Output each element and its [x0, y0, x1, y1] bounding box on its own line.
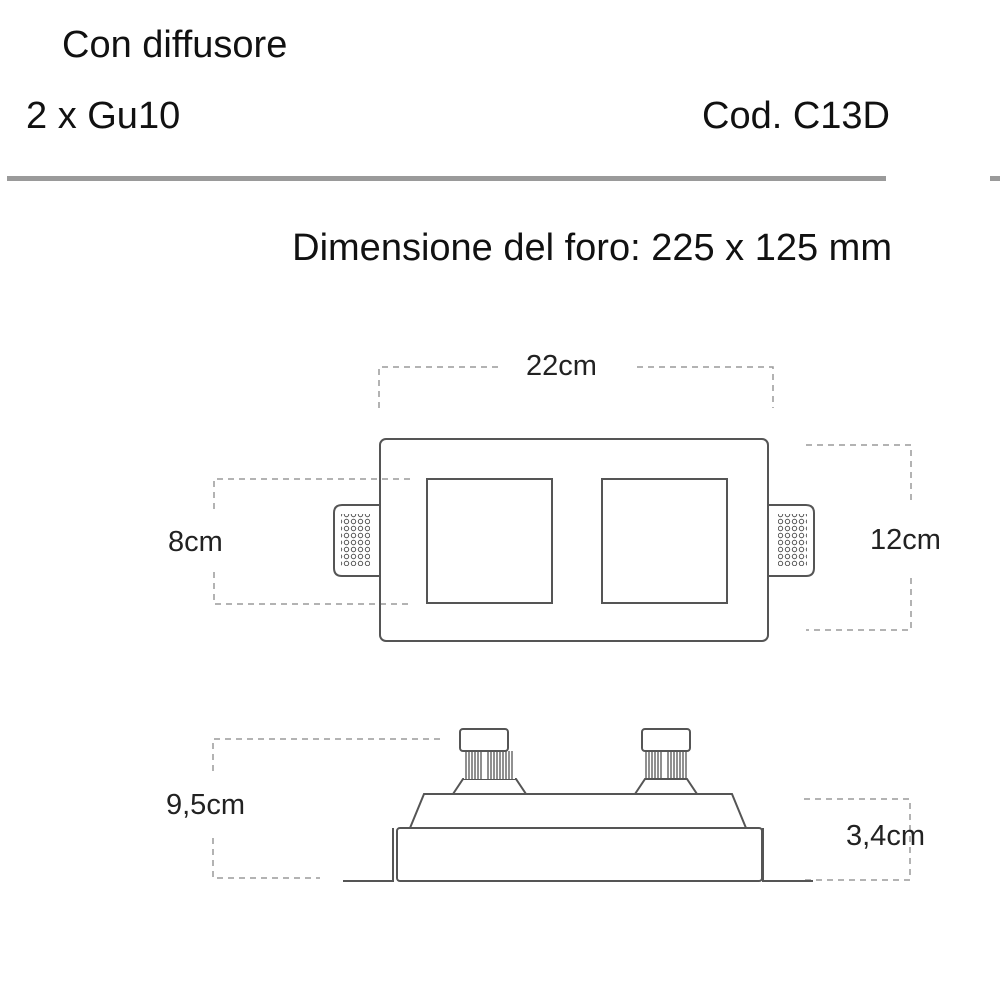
lamp-spec: 2 x Gu10	[26, 95, 181, 137]
lamp-holder-left	[451, 728, 528, 795]
body-top	[408, 793, 748, 829]
opening-right	[601, 478, 728, 604]
width-label: 22cm	[526, 350, 597, 382]
side-view	[212, 728, 911, 882]
top-view	[213, 366, 912, 642]
header-divider-stub	[990, 176, 1000, 181]
hole-dimension: Dimensione del foro: 225 x 125 mm	[292, 227, 892, 269]
body-height-dimension-lines	[804, 798, 911, 881]
body-height-label: 3,4cm	[846, 820, 925, 852]
product-subtitle: Con diffusore	[62, 24, 288, 66]
clip-left	[333, 504, 380, 577]
frame-outline	[379, 438, 769, 642]
width-dimension-lines	[378, 366, 774, 408]
lamp-holder-right	[633, 728, 699, 795]
inner-height-label: 8cm	[168, 526, 223, 558]
clip-right	[768, 504, 815, 577]
outer-height-dimension-lines	[806, 444, 912, 631]
ceiling-line	[343, 828, 394, 882]
ceiling-line-right	[762, 828, 813, 882]
body-base	[396, 827, 763, 882]
opening-left	[426, 478, 553, 604]
product-code: Cod. C13D	[702, 95, 890, 137]
outer-height-label: 12cm	[870, 524, 941, 556]
header-divider	[7, 176, 886, 181]
total-height-label: 9,5cm	[166, 789, 245, 821]
total-height-dimension-lines	[212, 738, 440, 879]
